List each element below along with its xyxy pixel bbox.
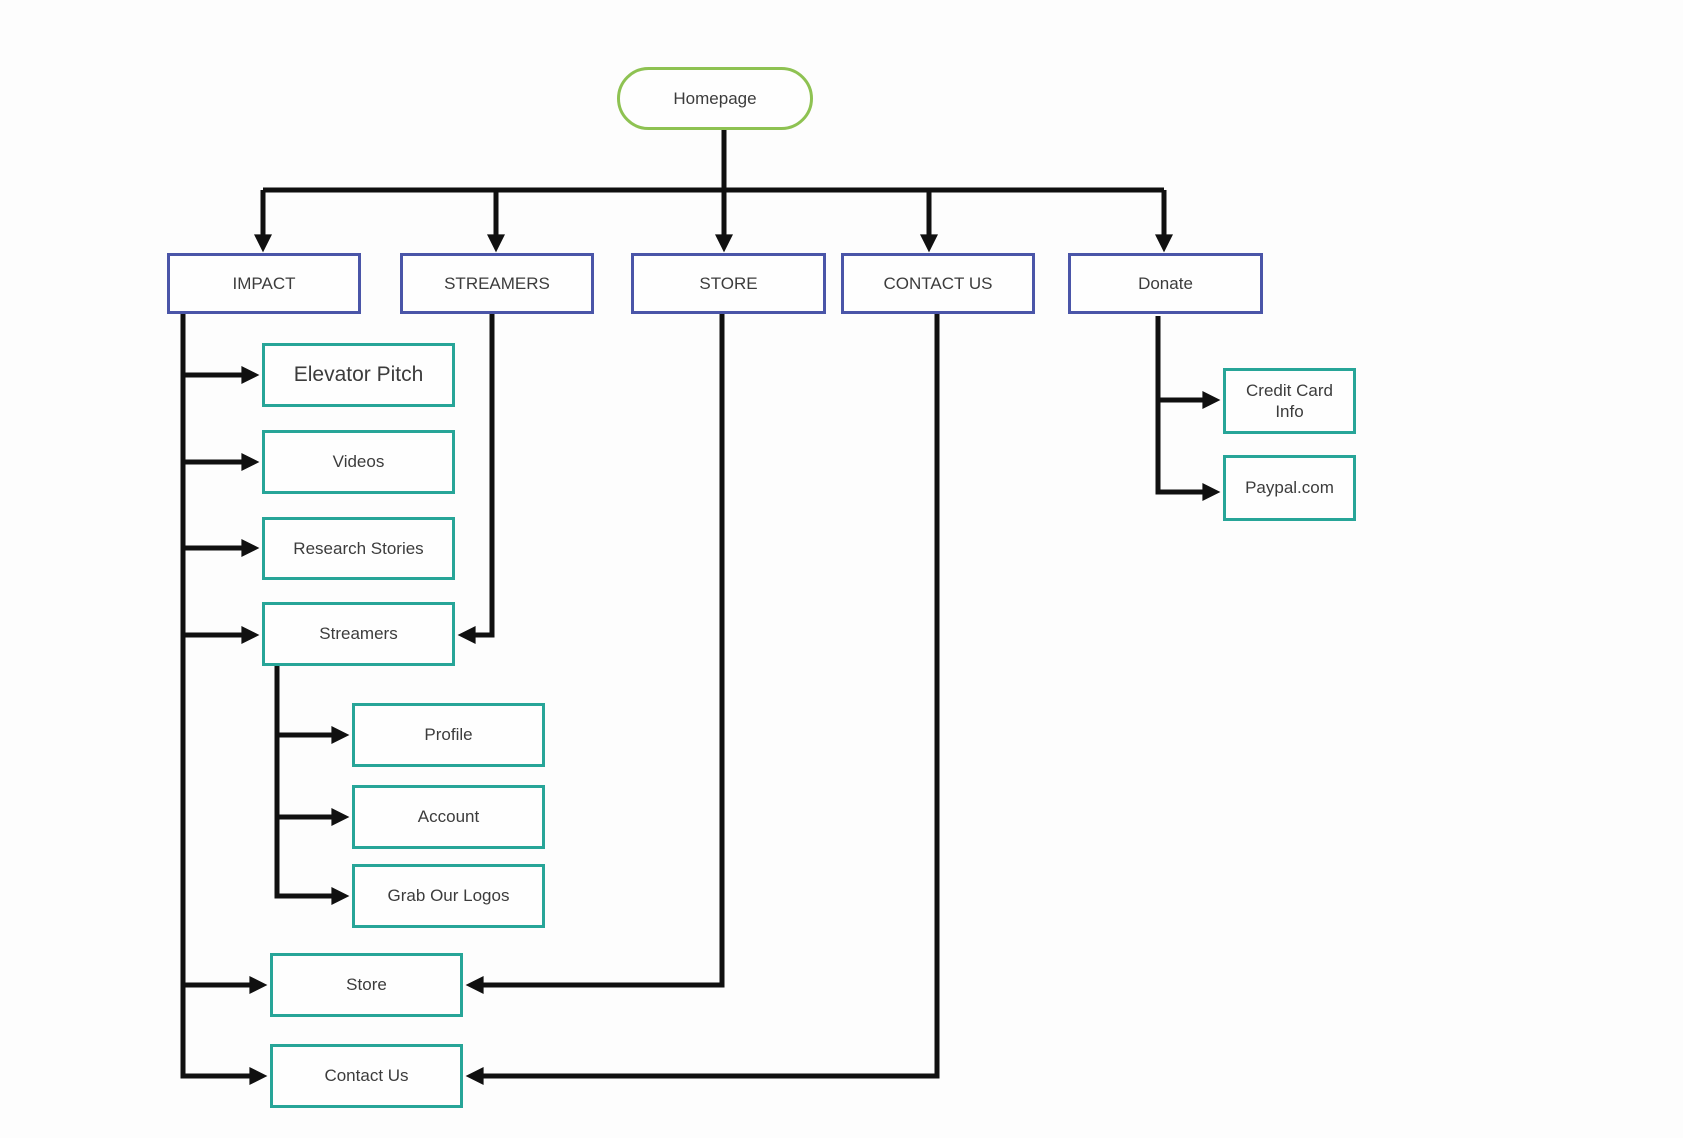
node-credit-card-info: Credit Card Info: [1223, 368, 1356, 434]
node-paypal: Paypal.com: [1223, 455, 1356, 521]
node-streamers-child: Streamers: [262, 602, 455, 666]
node-profile-label: Profile: [424, 725, 473, 745]
edge-store-elbow: [465, 314, 725, 994]
node-donate-label: Donate: [1138, 273, 1193, 293]
node-streamers-label: STREAMERS: [444, 273, 550, 293]
edge-streamers-trunk: [274, 666, 350, 905]
node-research-stories: Research Stories: [262, 517, 455, 580]
node-homepage: Homepage: [617, 67, 813, 130]
node-homepage-label: Homepage: [673, 88, 757, 108]
node-credit-card-info-label: Credit Card Info: [1246, 380, 1333, 421]
node-streamers: STREAMERS: [400, 253, 594, 314]
node-contact-us-child-label: Contact Us: [324, 1066, 409, 1086]
node-profile: Profile: [352, 703, 545, 767]
node-impact: IMPACT: [167, 253, 361, 314]
node-impact-label: IMPACT: [232, 273, 296, 293]
node-account: Account: [352, 785, 545, 849]
node-elevator-pitch-label: Elevator Pitch: [293, 362, 424, 386]
node-store-label: STORE: [699, 273, 758, 293]
node-streamers-child-label: Streamers: [319, 624, 398, 644]
node-store-child-label: Store: [346, 975, 387, 995]
node-paypal-label: Paypal.com: [1245, 478, 1334, 498]
node-videos-label: Videos: [332, 452, 385, 472]
node-elevator-pitch: Elevator Pitch: [262, 343, 455, 407]
node-grab-our-logos: Grab Our Logos: [352, 864, 545, 928]
node-videos: Videos: [262, 430, 455, 494]
node-store-child: Store: [270, 953, 463, 1017]
node-account-label: Account: [417, 807, 480, 827]
node-store: STORE: [631, 253, 826, 314]
node-research-stories-label: Research Stories: [293, 538, 424, 558]
edge-impact-trunk: [180, 314, 268, 1085]
node-contact-us-label: CONTACT US: [883, 273, 993, 293]
node-contact-us-child: Contact Us: [270, 1044, 463, 1108]
node-contact-us: CONTACT US: [841, 253, 1035, 314]
node-grab-our-logos-label: Grab Our Logos: [387, 886, 510, 906]
edge-streamers-elbow: [457, 314, 495, 644]
edge-contactus-elbow: [465, 314, 940, 1085]
edge-donate-trunk: [1155, 316, 1221, 501]
node-donate: Donate: [1068, 253, 1263, 314]
